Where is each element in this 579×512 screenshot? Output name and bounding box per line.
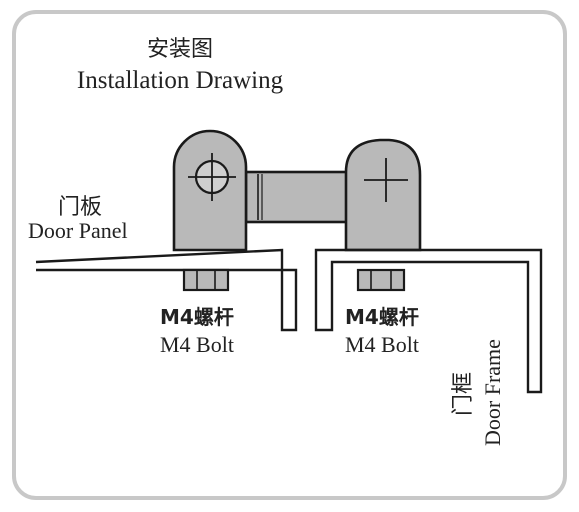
outer-frame	[12, 10, 567, 500]
hinge-body	[172, 129, 422, 252]
title-chinese: 安装图	[147, 37, 213, 62]
door-frame-plate	[314, 248, 543, 394]
bolt-right-label-en: M4 Bolt	[345, 332, 419, 357]
door-panel-label-zh: 门板	[58, 195, 102, 220]
pivot-marker-right	[364, 158, 408, 202]
bolt-left-label-en: M4 Bolt	[160, 332, 234, 357]
bolt-right	[356, 268, 406, 292]
door-frame-label-zh: 门框	[451, 372, 476, 416]
bolt-left-label-zh: M4螺杆	[160, 305, 234, 329]
title-english: Installation Drawing	[77, 67, 284, 94]
door-panel-label-en: Door Panel	[28, 218, 128, 243]
pivot-marker-left	[188, 153, 236, 201]
hinge-knuckle-right	[344, 138, 422, 252]
door-frame-label-en: Door Frame	[480, 339, 505, 446]
bolt-right-label-zh: M4螺杆	[345, 305, 419, 329]
bolt-left	[182, 268, 230, 292]
hinge-connector	[244, 170, 352, 224]
door-panel-plate	[35, 248, 298, 332]
